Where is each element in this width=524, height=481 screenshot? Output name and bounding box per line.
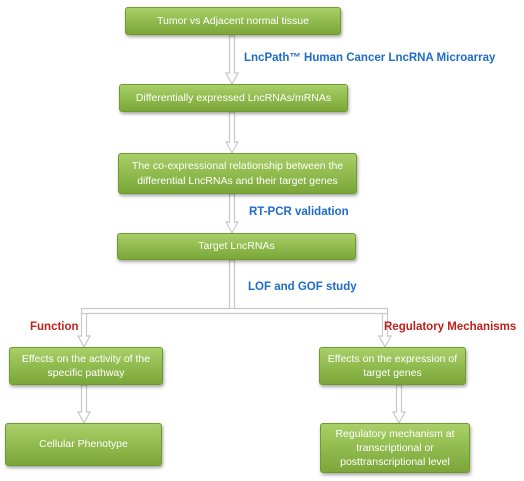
node-tumor: Tumor vs Adjacent normal tissue — [125, 7, 341, 35]
arrow-branch-left — [76, 312, 92, 349]
arrow-target-down — [228, 259, 236, 310]
branch-bar — [80, 307, 389, 315]
node-regulatory-mechanism: Regulatory mechanism at transcriptional … — [320, 423, 470, 473]
label-microarray: LncPath™ Human Cancer LncRNA Microarray — [244, 52, 496, 64]
node-effect-expression: Effects on the expression of target gene… — [319, 347, 466, 385]
arrow-expression-to-regulatory — [391, 384, 407, 425]
node-diff-expressed: Differentially expressed LncRNAs/mRNAs — [119, 84, 348, 112]
node-target-lncrnas: Target LncRNAs — [117, 233, 356, 260]
label-function: Function — [30, 321, 79, 333]
arrow-branch-right — [377, 312, 393, 349]
arrow-coexp-to-target — [224, 193, 240, 235]
node-coexpression: The co-expressional relationship between… — [118, 153, 357, 194]
arrow-diff-to-coexp — [224, 111, 240, 155]
node-effect-pathway: Effects on the activity of the specific … — [9, 347, 163, 385]
node-cellular-phenotype: Cellular Phenotype — [5, 423, 162, 466]
label-lof-gof: LOF and GOF study — [248, 281, 357, 293]
arrow-pathway-to-phenotype — [76, 384, 92, 425]
arrow-tumor-to-diff — [224, 35, 240, 86]
label-regulatory-mechanisms: Regulatory Mechanisms — [384, 321, 517, 333]
label-rtpcr: RT-PCR validation — [249, 206, 349, 218]
